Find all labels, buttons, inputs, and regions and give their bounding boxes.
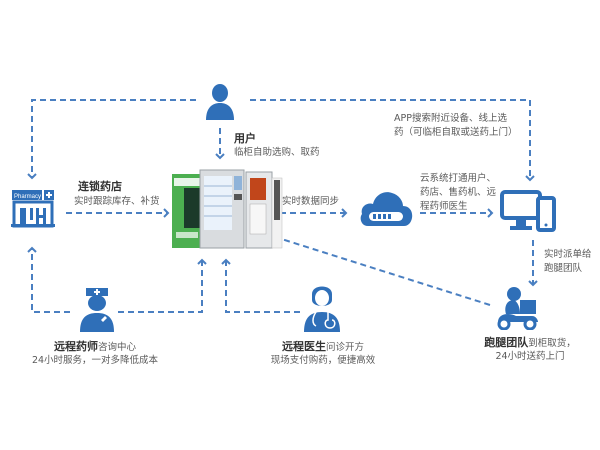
user-desc: 临柜自助选购、取药 xyxy=(234,147,320,158)
doctor-heading: 远程医生问诊开方 xyxy=(248,340,398,355)
courier-title-suffix: 到柜取货， xyxy=(528,338,576,349)
user-icon xyxy=(206,84,234,120)
delivery-scooter-icon xyxy=(497,287,538,330)
vending-machines-image xyxy=(172,169,283,249)
app-desc-line1: APP搜索附近设备、线上选 xyxy=(394,113,507,124)
app-desc-line2: 药（可临柜自取或送药上门） xyxy=(394,127,518,138)
cloud-server-icon xyxy=(360,192,413,226)
edge-user-to-devices xyxy=(250,99,535,182)
user-title: 用户 xyxy=(234,132,256,145)
edge-user-to-pharmacy xyxy=(27,99,196,180)
courier-desc: 24小时送药上门 xyxy=(495,351,565,362)
cloud-desc-line1: 云系统打通用户、 xyxy=(420,173,497,184)
doctor-desc: 现场支付购药，便捷高效 xyxy=(270,355,376,366)
pharmacy-store-icon: Pharmacy xyxy=(11,190,55,228)
sync-label: 实时数据同步 xyxy=(282,196,340,207)
edge-doctor-to-machines xyxy=(221,258,300,313)
pharmacy-desc: 实时跟踪库存、补货 xyxy=(74,196,160,207)
edge-pharmacist-to-pharmacy xyxy=(27,246,70,313)
pharmacy-sign-text: Pharmacy xyxy=(14,194,41,200)
dispatch-line2: 跑腿团队 xyxy=(544,263,583,274)
dispatch-line1: 实时派单给 xyxy=(544,249,592,260)
cloud-desc-line3: 程药师医生 xyxy=(420,201,468,212)
doctor-title: 远程医生 xyxy=(281,340,326,353)
pharmacist-title-suffix: 咨询中心 xyxy=(97,342,136,353)
pharmacist-desc: 24小时服务，一对多降低成本 xyxy=(31,355,159,366)
cloud-desc-line2: 药店、售药机、远 xyxy=(420,187,497,198)
pharmacist-title: 远程药师 xyxy=(53,340,98,353)
nurse-pharmacist-icon xyxy=(80,288,114,332)
courier-heading: 跑腿团队到柜取货， xyxy=(470,336,590,351)
desktop-mobile-icon xyxy=(500,190,556,232)
courier-title: 跑腿团队 xyxy=(484,336,529,349)
edge-pharmacist-to-machines xyxy=(118,258,207,313)
edge-courier-to-machines xyxy=(270,232,491,306)
pharmacist-heading: 远程药师咨询中心 xyxy=(20,340,170,355)
doctor-title-suffix: 问诊开方 xyxy=(325,342,364,353)
doctor-icon xyxy=(304,286,340,332)
pharmacy-title: 连锁药店 xyxy=(78,180,122,193)
